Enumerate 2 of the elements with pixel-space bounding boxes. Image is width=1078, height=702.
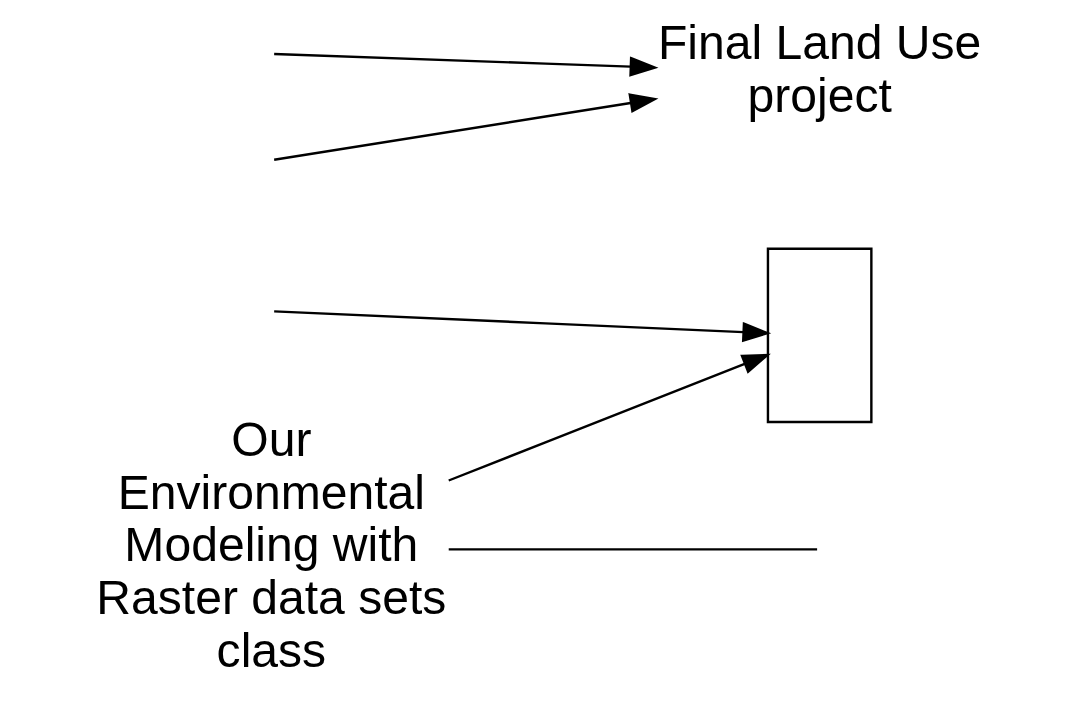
node-text: Final Land Use project [657, 14, 981, 122]
node-text: Our Environmental Modeling with Raster data sets class [95, 411, 446, 678]
